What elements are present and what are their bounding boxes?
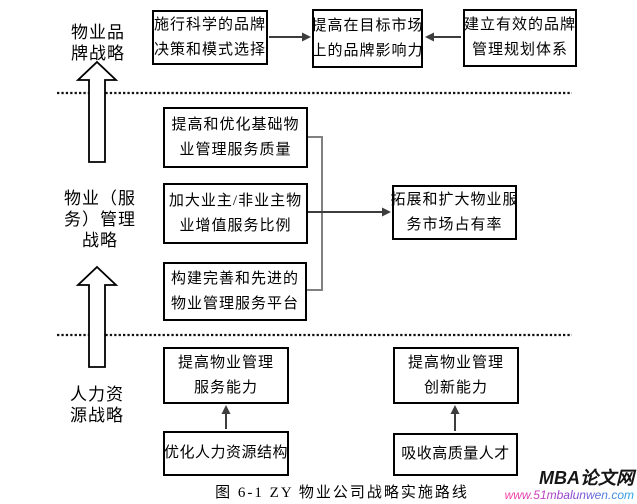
box-service-platform: 构建完善和先进的 物业管理服务平台 (163, 262, 307, 321)
bracket-connector (307, 136, 323, 291)
watermark-url[interactable]: www.51mbalunwen.com (504, 487, 634, 502)
box-service-capability: 提高物业管理 服务能力 (163, 347, 289, 404)
box-brand-system: 建立有效的品牌 管理规划体系 (463, 9, 577, 67)
arrowhead-right-icon (302, 32, 311, 42)
arrowhead-left-icon (425, 32, 434, 42)
arrowhead-up-icon (221, 405, 231, 414)
label-brand-strategy: 物业品 牌战略 (71, 23, 125, 63)
box-value-added-ratio: 加大业主/非业主物 业增值服务比例 (163, 183, 308, 244)
up-arrow-service-icon (75, 265, 119, 368)
box-brand-decision: 施行科学的品牌 决策和模式选择 (152, 10, 268, 65)
label-service-strategy: 物业（服 务）管理 战略 (64, 189, 136, 250)
label-hr-strategy: 人力资 源战略 (70, 385, 124, 425)
box-innovation-capability: 提高物业管理 创新能力 (393, 347, 519, 404)
box-hr-structure: 优化人力资源结构 (163, 431, 289, 476)
box-talent: 吸收高质量人才 (393, 433, 518, 476)
arrowhead-up-icon (450, 405, 460, 414)
watermark: MBA论文网 www.51mbalunwen.com (504, 468, 634, 502)
box-brand-influence: 提高在目标市场 上的品牌影响力 (312, 9, 423, 68)
figure-caption: 图 6-1 ZY 物业公司战略实施路线 (215, 485, 469, 501)
box-service-quality: 提高和优化基础物 业管理服务质量 (163, 107, 308, 168)
box-market-share: 拓展和扩大物业服 务市场占有率 (391, 185, 518, 240)
watermark-site-name: MBA论文网 (539, 468, 634, 488)
arrowhead-right-icon (382, 207, 391, 217)
up-arrow-brand-icon (75, 60, 119, 163)
